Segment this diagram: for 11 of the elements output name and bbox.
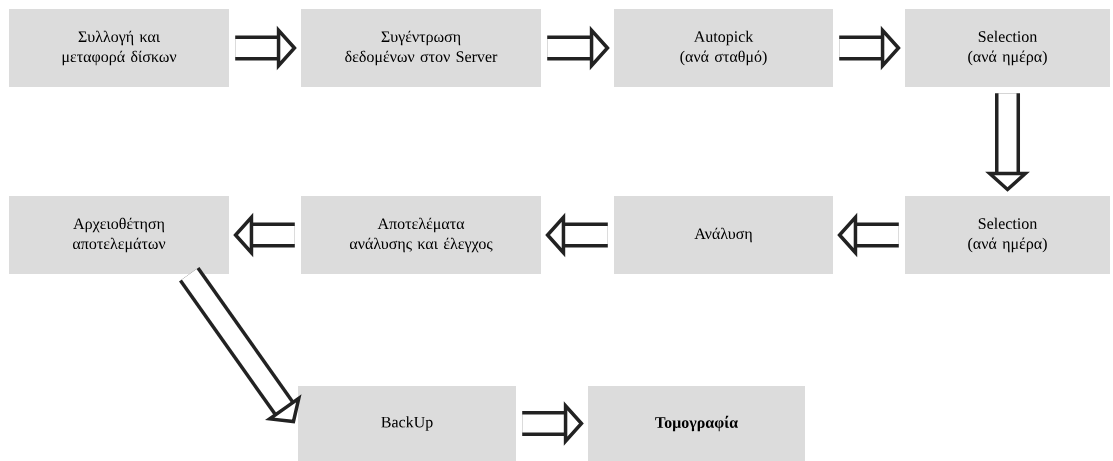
process-box: Selection (ανά ημέρα) [905,196,1110,274]
process-box: BackUp [298,386,516,461]
process-box: Συλλογή και μεταφορά δίσκων [9,9,229,87]
process-box: Συγέντρωση δεδομένων στον Server [301,9,541,87]
process-box: Τομογραφία [588,386,805,461]
process-box: Ανάλυση [614,196,833,274]
process-box: Autopick (ανά σταθμό) [614,9,833,87]
block-arrow [179,267,302,424]
process-box: Αποτελέματα ανάλυσης και έλεγχος [301,196,541,274]
process-box: Αρχειοθέτηση αποτελεμάτων [9,196,229,274]
process-box: Selection (ανά ημέρα) [905,9,1110,87]
